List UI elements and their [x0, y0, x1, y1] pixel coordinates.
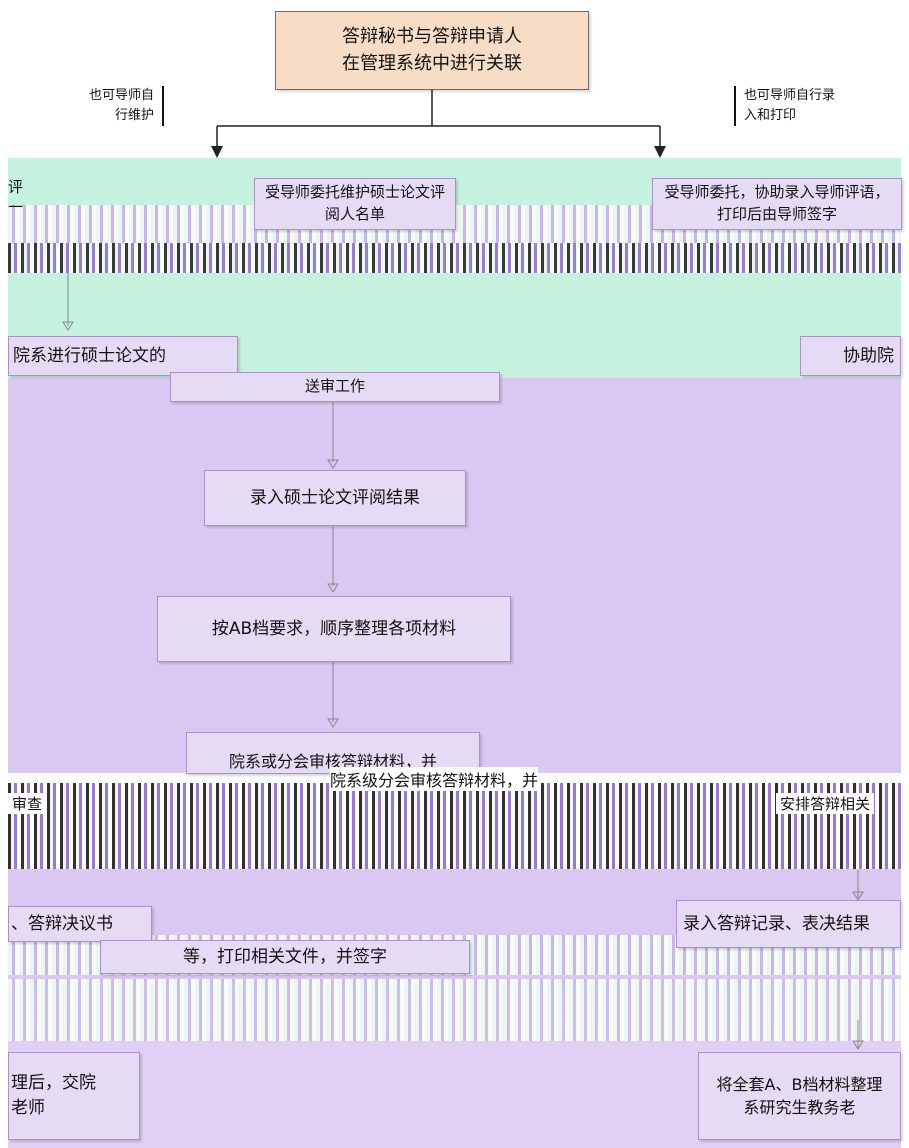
overlay-glitch-band-2: [8, 243, 901, 273]
node-link-secretary-applicant: 答辩秘书与答辩申请人 在管理系统中进行关联: [275, 11, 589, 90]
node-print-and-sign: 等，打印相关文件，并签字: [100, 940, 470, 974]
node-assist-dept: 协助院: [800, 336, 901, 376]
node-enter-review-results: 录入硕士论文评阅结果: [204, 470, 466, 526]
node-archive-ab-materials: 将全套A、B档材料整理 系研究生教务老: [698, 1052, 901, 1140]
fragment-arrange-defense: 安排答辩相关: [776, 793, 875, 814]
node-organize-hand-over: 理后，交院 老师: [8, 1052, 140, 1140]
node-dept-thesis-review: 院系进行硕士论文的: [8, 336, 238, 376]
fragment-left-edge: 评 一: [8, 178, 24, 216]
note-advisor-self-maintain: 也可导师自 行维护: [62, 86, 164, 127]
node-defense-decision: 、答辩决议书: [8, 906, 152, 942]
fragment-audit-overlap: 院系级分会审核答辩材料，并: [330, 767, 539, 791]
node-organize-materials: 按AB档要求，顺序整理各项材料: [157, 596, 511, 662]
node-assist-advisor-comments: 受导师委托，协助录入导师评语，打印后由导师签字: [652, 178, 902, 230]
overlay-glitch-band-3: [8, 783, 901, 869]
node-enter-defense-records: 录入答辩记录、表决结果: [676, 900, 901, 948]
node-maintain-reviewers: 受导师委托维护硕士论文评阅人名单: [254, 178, 456, 230]
overlay-glitch-band-5: [8, 979, 901, 1041]
node-send-for-review: 送审工作: [170, 372, 500, 402]
overlay-purple-main: [8, 378, 901, 773]
note-advisor-self-entry: 也可导师自行录 入和打印: [734, 86, 874, 127]
fragment-check: 审查: [8, 793, 47, 814]
